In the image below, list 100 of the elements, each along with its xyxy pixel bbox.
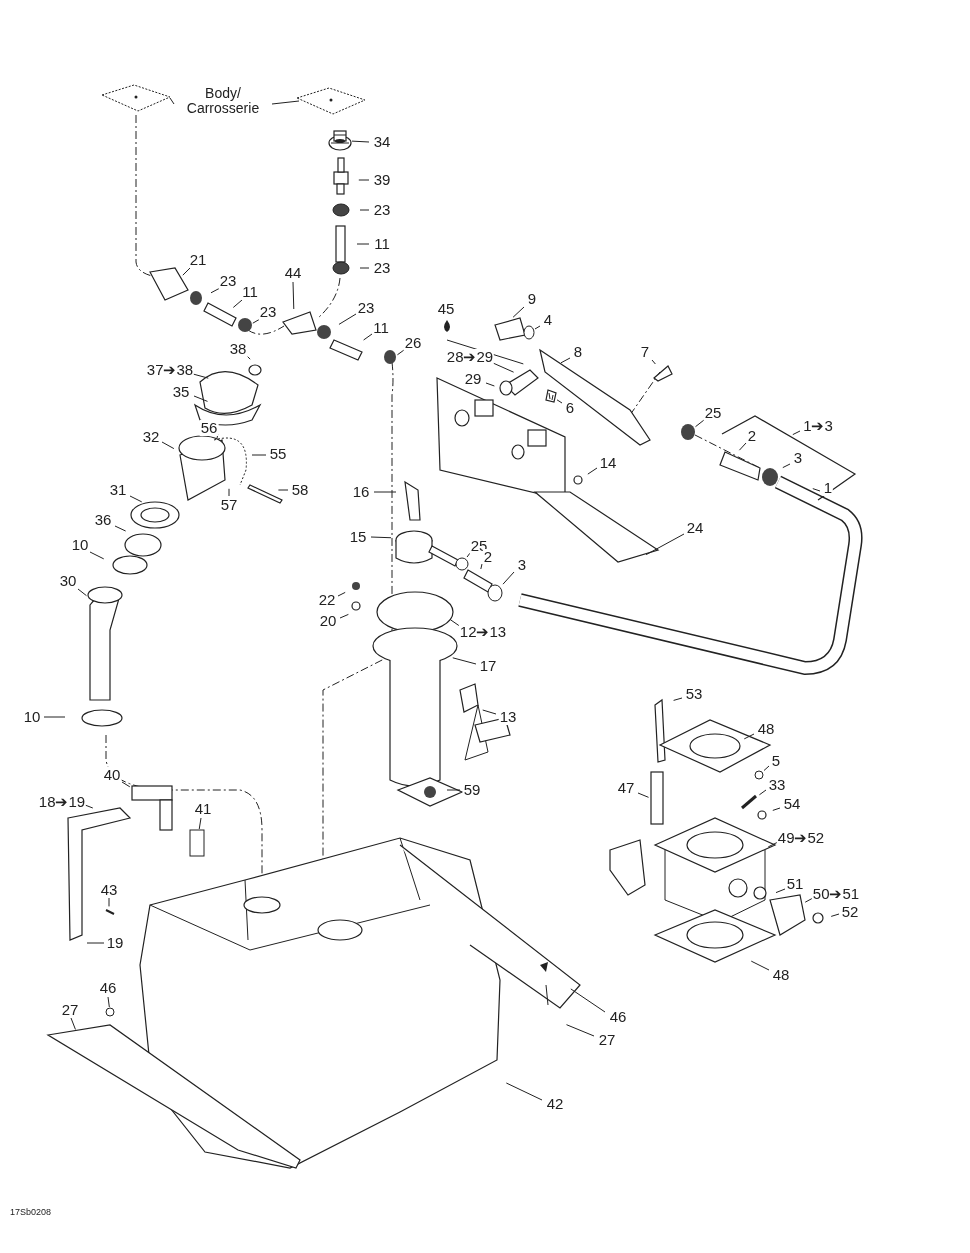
leader-line <box>271 100 300 105</box>
leader-line <box>812 488 821 492</box>
fitting-drawing <box>463 569 493 593</box>
leader-line <box>198 817 202 830</box>
leader-line <box>70 1017 76 1030</box>
leader-line <box>587 467 598 475</box>
callout-number: 15 <box>348 529 368 545</box>
leader-line <box>651 359 656 365</box>
leader-line <box>251 454 267 456</box>
callout-number: 7 <box>639 344 651 360</box>
leader-line <box>637 792 650 798</box>
callout-number: 20 <box>318 613 338 629</box>
leader-line <box>193 395 208 402</box>
leader-line <box>277 489 289 491</box>
callout-number: 52 <box>840 904 860 920</box>
callout-number: 17 <box>478 658 498 674</box>
callout-number: 3 <box>792 450 804 466</box>
callout-number: 16 <box>351 484 371 500</box>
leader-line <box>86 942 105 944</box>
leader-line <box>556 399 563 404</box>
callout-number: 33 <box>767 777 787 793</box>
callout-number: 3 <box>516 557 528 573</box>
callout-number: 48 <box>756 721 776 737</box>
leader-line <box>396 349 405 356</box>
callout-number: 30 <box>58 573 78 589</box>
callout-number: 48 <box>771 967 791 983</box>
callout-number: 26 <box>403 335 423 351</box>
callout-number: 54 <box>782 796 802 812</box>
leader-line <box>356 243 370 245</box>
leader-line <box>216 433 219 440</box>
clamp-drawing <box>487 584 503 602</box>
callout-number: 45 <box>436 301 456 317</box>
leader-line <box>121 781 131 788</box>
leader-line <box>763 765 770 771</box>
leader-line <box>772 807 781 811</box>
leader-line <box>228 488 230 497</box>
callout-number: 41 <box>193 801 213 817</box>
callout-number: 13 <box>498 709 518 725</box>
leader-line <box>565 1024 595 1037</box>
callout-number: 2 <box>482 549 494 565</box>
leader-line <box>338 313 357 325</box>
callout-number: 49➔52 <box>776 830 826 846</box>
leader-line <box>370 536 392 539</box>
callout-number: 19 <box>105 935 125 951</box>
callout-number: 37➔38 <box>145 362 195 378</box>
callout-number: 28➔29 <box>445 349 495 365</box>
callout-number: 21 <box>188 252 208 268</box>
callout-number: 58 <box>290 482 310 498</box>
leader-line <box>43 716 66 718</box>
leader-line <box>107 996 110 1008</box>
callout-number: 22 <box>317 592 337 608</box>
callout-number: 10 <box>70 537 90 553</box>
callout-number: 14 <box>598 455 618 471</box>
leader-line <box>534 325 541 330</box>
leader-line <box>695 419 705 428</box>
callout-number: 6 <box>564 400 576 416</box>
callout-number: 36 <box>93 512 113 528</box>
callout-number: 23 <box>258 304 278 320</box>
leader-line <box>502 571 515 585</box>
nut-drawing <box>105 1007 115 1017</box>
callout-number: 44 <box>283 265 303 281</box>
callout-number: 38 <box>228 341 248 357</box>
callout-number: 32 <box>141 429 161 445</box>
body-panel-drawing <box>295 86 367 116</box>
callout-number: 56 <box>199 420 219 436</box>
leader-line <box>358 179 370 181</box>
leader-line <box>743 733 755 740</box>
leader-line <box>169 97 175 105</box>
leader-line <box>775 888 786 894</box>
leader-line <box>482 709 497 715</box>
leader-line <box>89 551 105 560</box>
callout-number: 11 <box>372 320 390 336</box>
callout-number: 5 <box>770 753 782 769</box>
callout-number: 27 <box>60 1002 80 1018</box>
o-ring-drawing <box>523 325 535 340</box>
callout-number: 12➔13 <box>458 624 508 640</box>
screw-drawing <box>652 364 674 382</box>
leader-line <box>363 333 373 341</box>
clip-drawing <box>545 389 557 403</box>
leader-line <box>337 591 346 597</box>
callout-number: 34 <box>372 134 392 150</box>
callout-number: 11 <box>373 236 391 252</box>
leader-line <box>452 657 477 665</box>
callout-number: 10 <box>22 709 42 725</box>
callout-number: 23 <box>218 273 238 289</box>
callout-number: 29 <box>463 371 483 387</box>
callout-number: 9 <box>526 291 538 307</box>
callout-number: 46 <box>608 1009 628 1025</box>
leader-line <box>480 563 483 570</box>
callout-number: 51 <box>785 876 805 892</box>
callout-number: 8 <box>572 344 584 360</box>
leader-line <box>758 789 767 796</box>
callout-number: 25 <box>703 405 723 421</box>
bracket-plate-drawing <box>189 829 205 857</box>
leader-line <box>492 362 515 373</box>
callout-number: 50➔51 <box>811 886 861 902</box>
callout-number: 27 <box>597 1032 617 1048</box>
body-panel-drawing <box>100 83 172 113</box>
leader-line <box>77 588 87 597</box>
callout-number: 1➔3 <box>802 418 834 434</box>
